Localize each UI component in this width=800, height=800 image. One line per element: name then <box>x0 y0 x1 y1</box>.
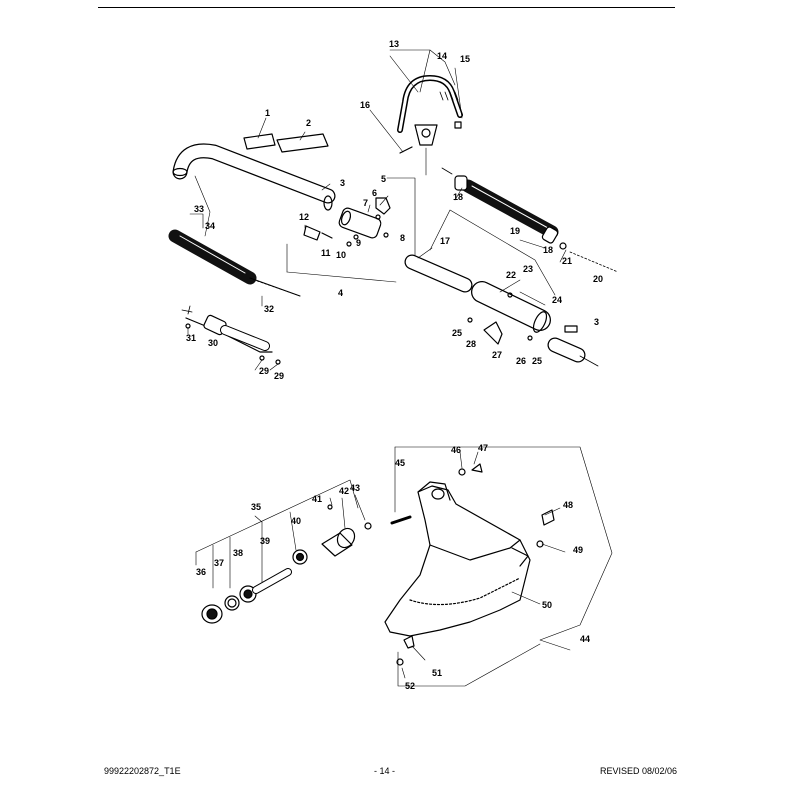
callout-46: 46 <box>451 445 461 455</box>
callout-19: 19 <box>510 226 520 236</box>
callout-36: 36 <box>196 567 206 577</box>
callout-26: 26 <box>516 356 526 366</box>
throttle-trigger <box>181 305 281 365</box>
callout-44: 44 <box>580 634 590 644</box>
callout-5: 5 <box>381 174 386 184</box>
warning-labels <box>243 133 329 153</box>
callout-41: 41 <box>312 494 322 504</box>
callout-37: 37 <box>214 558 224 568</box>
callout-33: 33 <box>194 204 204 214</box>
shaft-tube <box>404 167 619 293</box>
callout-31: 31 <box>186 333 196 343</box>
callout-29-repeat: 29 <box>274 371 284 381</box>
callout-52: 52 <box>405 681 415 691</box>
callout-32: 32 <box>264 304 274 314</box>
callout-40: 40 <box>291 516 301 526</box>
callout-6: 6 <box>372 188 377 198</box>
coupling-housing <box>467 281 599 367</box>
callout-45: 45 <box>395 458 405 468</box>
page-number: - 14 - <box>374 766 396 776</box>
revision-date: REVISED 08/02/06 <box>600 766 678 776</box>
callout-7: 7 <box>363 198 368 208</box>
callout-10: 10 <box>336 250 346 260</box>
loop-handle <box>397 75 463 176</box>
callout-25-repeat: 25 <box>532 356 542 366</box>
trimmer-guard <box>384 463 555 666</box>
callout-2: 2 <box>306 118 311 128</box>
header-rule <box>98 7 675 8</box>
callout-27: 27 <box>492 350 502 360</box>
callout-47: 47 <box>478 443 488 453</box>
callout-17: 17 <box>440 236 450 246</box>
throttle-clamp <box>286 177 416 283</box>
document-number: 99922202872_T1E <box>104 766 181 776</box>
callout-49: 49 <box>573 545 583 555</box>
callout-4: 4 <box>338 288 343 298</box>
callout-11: 11 <box>321 248 331 258</box>
callout-48: 48 <box>563 500 573 510</box>
callout-29: 29 <box>259 366 269 376</box>
callout-21: 21 <box>562 256 572 266</box>
left-handlebar <box>172 143 336 211</box>
callout-3: 3 <box>340 178 345 188</box>
callout-14: 14 <box>437 51 447 61</box>
callout-43: 43 <box>350 483 360 493</box>
callout-20: 20 <box>593 274 603 284</box>
callout-51: 51 <box>432 668 442 678</box>
gearhead-components <box>201 504 372 624</box>
callout-16: 16 <box>360 100 370 110</box>
callout-15: 15 <box>460 54 470 64</box>
callout-25: 25 <box>452 328 462 338</box>
callout-3-repeat: 3 <box>594 317 599 327</box>
callout-18: 18 <box>453 192 463 202</box>
callout-13: 13 <box>389 39 399 49</box>
callout-35: 35 <box>251 502 261 512</box>
upper-leader-lines <box>187 49 567 371</box>
callout-1: 1 <box>265 108 270 118</box>
callout-38: 38 <box>233 548 243 558</box>
callout-24: 24 <box>552 295 562 305</box>
callout-39: 39 <box>260 536 270 546</box>
left-grip <box>168 229 301 297</box>
callout-22: 22 <box>506 270 516 280</box>
callout-50: 50 <box>542 600 552 610</box>
callout-23: 23 <box>523 264 533 274</box>
callout-28: 28 <box>466 339 476 349</box>
callout-9: 9 <box>356 238 361 248</box>
lower-leader-lines <box>195 446 613 687</box>
callout-8: 8 <box>400 233 405 243</box>
callout-30: 30 <box>208 338 218 348</box>
callout-34: 34 <box>205 221 215 231</box>
callout-12: 12 <box>299 212 309 222</box>
callout-18-repeat: 18 <box>543 245 553 255</box>
callout-42: 42 <box>339 486 349 496</box>
